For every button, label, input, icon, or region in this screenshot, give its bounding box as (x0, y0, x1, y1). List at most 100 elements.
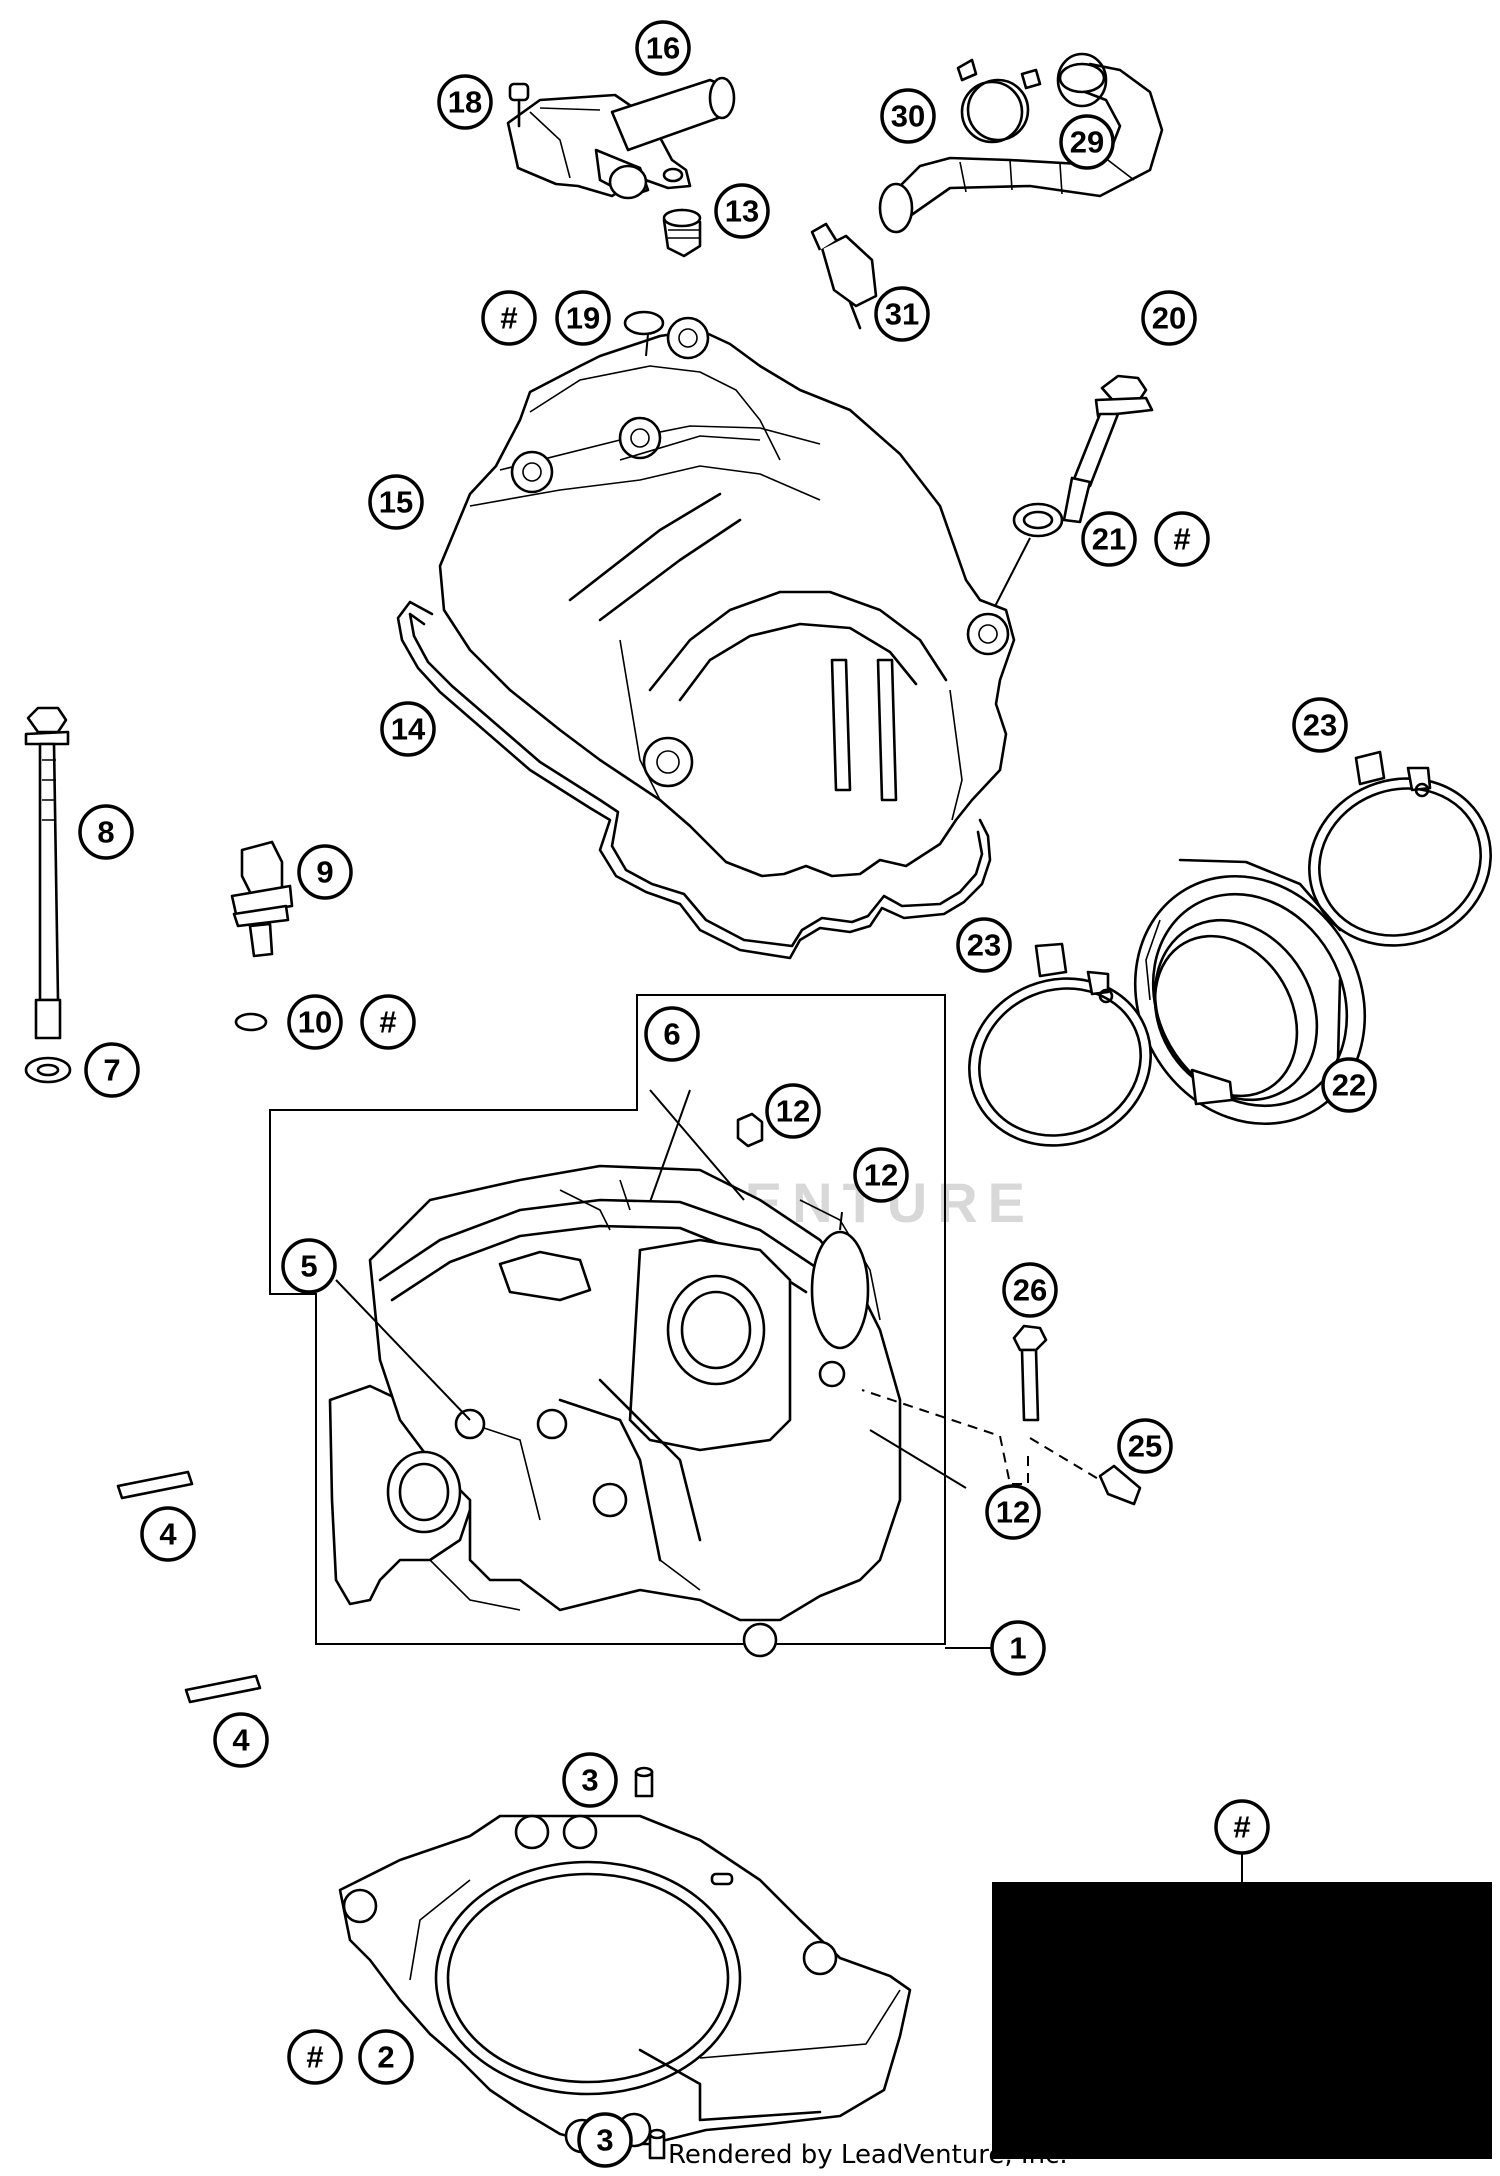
part-26-screw (1012, 1324, 1048, 1422)
callout-label: 5 (300, 1249, 317, 1284)
callout-label: 29 (1070, 125, 1104, 160)
part-23-clamp-left (968, 942, 1152, 1147)
callout-label: 1 (1009, 1631, 1026, 1666)
callout-label: 9 (316, 855, 333, 890)
callout-8: 8 (78, 804, 134, 860)
callout-label: 6 (663, 1017, 680, 1052)
callout-23-upper: 23 (1292, 697, 1348, 753)
callout-label: 12 (776, 1094, 810, 1129)
part-19-o-ring (623, 310, 665, 336)
callout-21-hash: # (1154, 511, 1210, 567)
callout-19: 19 (555, 290, 611, 346)
dashed-26-line (861, 1389, 1029, 1485)
part-8-stud-bolt (24, 706, 70, 1040)
callout-label: 23 (967, 928, 1001, 963)
callout-label: 8 (97, 815, 114, 850)
callout-26: 26 (1002, 1262, 1058, 1318)
part-4-dowel-upper (116, 1470, 194, 1500)
leader-5 (335, 1279, 471, 1421)
callout-12-lower: 12 (985, 1484, 1041, 1540)
callout-label: # (1173, 522, 1190, 557)
callout-label: 12 (864, 1158, 898, 1193)
part-12-screw-top (736, 1112, 764, 1148)
callout-3-upper: 3 (562, 1752, 618, 1808)
callout-31: 31 (874, 286, 930, 342)
callout-label: # (500, 301, 517, 336)
dashed-25-line (1029, 1437, 1101, 1481)
callout-label: 12 (996, 1495, 1030, 1530)
callout-30: 30 (880, 88, 936, 144)
callout-label: 14 (391, 712, 426, 747)
callout-5: 5 (281, 1238, 337, 1294)
part-25-plug (1098, 1464, 1142, 1506)
leader-12c (869, 1429, 967, 1489)
part-1-cylinder-head (328, 1164, 902, 1658)
callout-label: 2 (377, 2040, 394, 2075)
callout-14: 14 (380, 701, 436, 757)
part-30-hose-clamp (956, 52, 1108, 144)
part-14-valve-cover-gasket (396, 600, 992, 960)
part-29-hose (878, 62, 1164, 234)
callout-18: 18 (437, 74, 493, 130)
callout-15: 15 (368, 474, 424, 530)
leader-12b (839, 1211, 843, 1231)
callout-1: 1 (990, 1620, 1046, 1676)
part-3-dowel-upper (634, 1766, 654, 1798)
callout-4-upper: 4 (140, 1506, 196, 1562)
callout-20: 20 (1141, 290, 1197, 346)
part-3-dowel-lower (648, 2128, 666, 2160)
assembly-1-frame (269, 994, 946, 1645)
callout-25: 25 (1117, 1418, 1173, 1474)
part-2-cylinder-head-gasket (338, 1814, 912, 2154)
callout-label: 7 (103, 1053, 120, 1088)
gasket-kit-box (992, 1882, 1492, 2159)
callout-label: 23 (1303, 708, 1337, 743)
callout-23-lower: 23 (956, 917, 1012, 973)
callout-label: 21 (1092, 522, 1126, 557)
callout-4-lower: 4 (213, 1712, 269, 1768)
part-31-sensor (810, 222, 878, 330)
callout-label: 25 (1128, 1429, 1162, 1464)
callout-13: 13 (714, 183, 770, 239)
leader-6b (649, 1089, 691, 1203)
callout-label: 30 (891, 99, 925, 134)
callout-10: 10 (287, 994, 343, 1050)
part-21-washer (1012, 502, 1064, 538)
callout-12-middle: 12 (853, 1147, 909, 1203)
part-9-temperature-sensor (230, 840, 294, 958)
callout-6: 6 (644, 1006, 700, 1062)
callout-label: 20 (1152, 301, 1186, 336)
callout-label: 26 (1013, 1273, 1047, 1308)
callout-label: 13 (725, 194, 759, 229)
part-16-water-outlet (506, 76, 736, 200)
callout-label: 31 (885, 297, 919, 332)
callout-label: 3 (581, 1763, 598, 1798)
callout-9: 9 (297, 844, 353, 900)
callout-label: 4 (232, 1723, 250, 1758)
callout-7: 7 (84, 1042, 140, 1098)
part-4-dowel-lower (184, 1674, 262, 1704)
callout-16: 16 (635, 20, 691, 76)
callout-19-hash: # (481, 290, 537, 346)
part-20-bolt (1062, 374, 1154, 524)
callout-label: 15 (379, 485, 413, 520)
callout-label: # (306, 2040, 323, 2075)
footer-credit: Rendered by LeadVenture, Inc. (668, 2140, 1068, 2170)
callout-label: # (379, 1005, 396, 1040)
callout-label: 4 (159, 1517, 177, 1552)
callout-22: 22 (1321, 1057, 1377, 1113)
part-13-plug (662, 208, 702, 258)
callout-label: 3 (596, 2123, 613, 2158)
callout-21: 21 (1081, 511, 1137, 567)
part-15-valve-cover (438, 316, 1016, 878)
callout-3-lower: 3 (577, 2112, 633, 2168)
callout-2: 2 (358, 2029, 414, 2085)
callout-label: 19 (566, 301, 600, 336)
part-23-clamp-right (1308, 750, 1492, 947)
callout-label: 22 (1332, 1068, 1366, 1103)
part-7-washer (24, 1056, 72, 1084)
callout-label: 10 (298, 1005, 332, 1040)
callout-label: 16 (646, 31, 680, 66)
callout-10-hash: # (360, 994, 416, 1050)
